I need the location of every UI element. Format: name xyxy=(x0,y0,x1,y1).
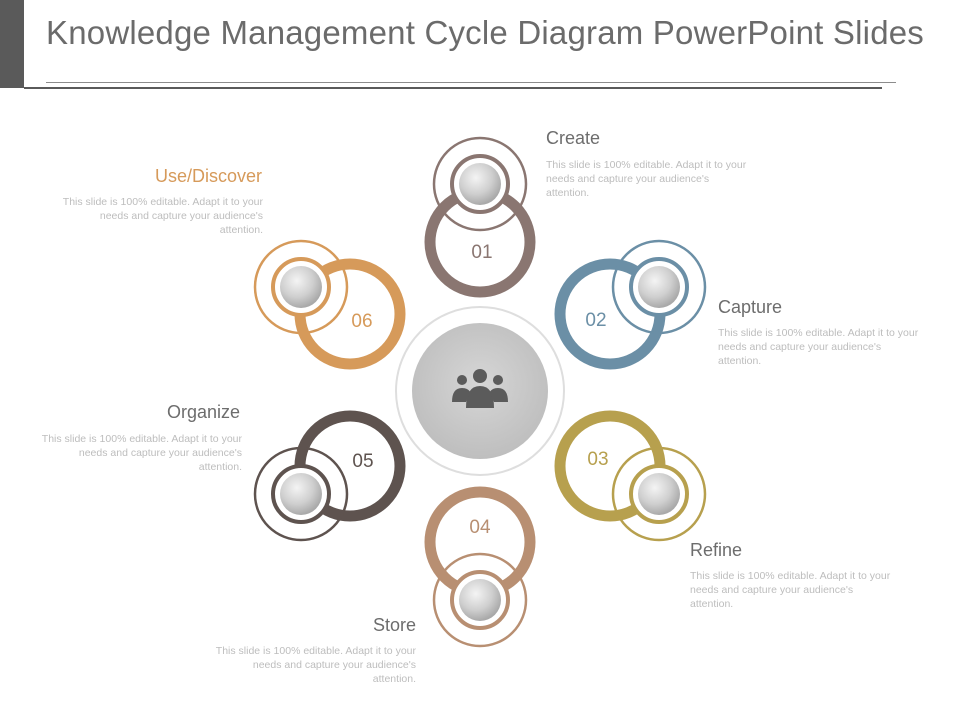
step-05-description: This slide is 100% editable. Adapt it to… xyxy=(41,433,242,473)
step-03-title: Refine xyxy=(690,540,743,560)
step-03-number: 03 xyxy=(587,449,608,470)
step-04-node: 04 xyxy=(424,486,536,648)
people-group-icon xyxy=(452,369,508,408)
step-06-node: 06 xyxy=(253,239,406,370)
step-01-number: 01 xyxy=(471,242,492,263)
step-06-number: 06 xyxy=(351,311,372,332)
title-underline xyxy=(46,82,896,83)
slide-title: Knowledge Management Cycle Diagram Power… xyxy=(46,14,925,51)
step-02-description: This slide is 100% editable. Adapt it to… xyxy=(718,327,919,367)
step-05-node: 05 xyxy=(253,410,406,542)
title-underline-bold xyxy=(24,87,882,89)
step-02-number: 02 xyxy=(585,310,606,331)
step-05-title: Organize xyxy=(166,402,240,422)
step-02-title: Capture xyxy=(718,297,783,317)
step-06-title: Use/Discover xyxy=(154,166,262,186)
step-01-node: 01 xyxy=(424,136,536,298)
step-01-description: This slide is 100% editable. Adapt it to… xyxy=(546,159,747,199)
title-accent-bar xyxy=(0,0,24,88)
step-01-title: Create xyxy=(546,128,601,148)
step-03-description: This slide is 100% editable. Adapt it to… xyxy=(690,570,891,610)
step-04-number: 04 xyxy=(469,517,491,538)
step-04-title: Store xyxy=(372,615,416,635)
step-03-node: 03 xyxy=(554,410,707,542)
step-05-number: 05 xyxy=(352,451,373,472)
step-04-description: This slide is 100% editable. Adapt it to… xyxy=(215,645,416,685)
step-06-description: This slide is 100% editable. Adapt it to… xyxy=(62,196,263,236)
step-02-node: 02 xyxy=(554,239,707,370)
